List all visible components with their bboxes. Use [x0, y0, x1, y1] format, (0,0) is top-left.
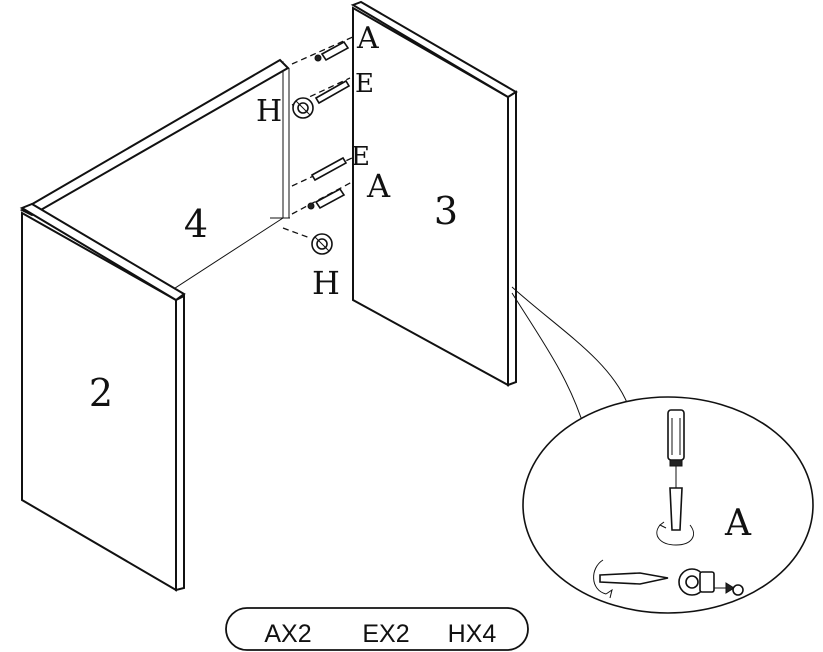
detail-a-label: A [724, 503, 752, 544]
panel-3 [350, 0, 518, 387]
panel-3-label: 3 [434, 189, 458, 233]
cam-bolt-a-top-icon [314, 40, 350, 62]
cam-lock-h-top-icon [292, 97, 314, 119]
hardware-h-top-label: H [256, 94, 282, 129]
hardware-h-bottom-label: H [312, 264, 340, 302]
parts-count-h: HX4 [448, 620, 497, 648]
wood-dowel-e-top-icon [314, 79, 351, 105]
panel-2 [19, 202, 186, 592]
hardware-e-top-label: E [355, 69, 374, 99]
hardware-a-top-label: A [356, 21, 379, 56]
panel-2-label: 2 [89, 371, 113, 415]
cam-lock-h-bottom-icon [311, 233, 333, 255]
parts-count-a: AX2 [264, 620, 311, 648]
hardware-e-mid-label: E [351, 142, 370, 172]
screwdriver-vertical-icon [656, 409, 694, 546]
parts-count-e: EX2 [362, 620, 409, 648]
screwdriver-horizontal-icon [593, 559, 744, 599]
hardware-a-mid-label: A [366, 167, 391, 205]
wood-dowel-e-mid-icon [310, 156, 348, 182]
panel-4-label: 4 [184, 202, 208, 246]
detail-callout [511, 286, 814, 614]
cam-bolt-a-mid-icon [307, 187, 346, 210]
parts-summary: AX2 EX2 HX4 [225, 607, 529, 651]
